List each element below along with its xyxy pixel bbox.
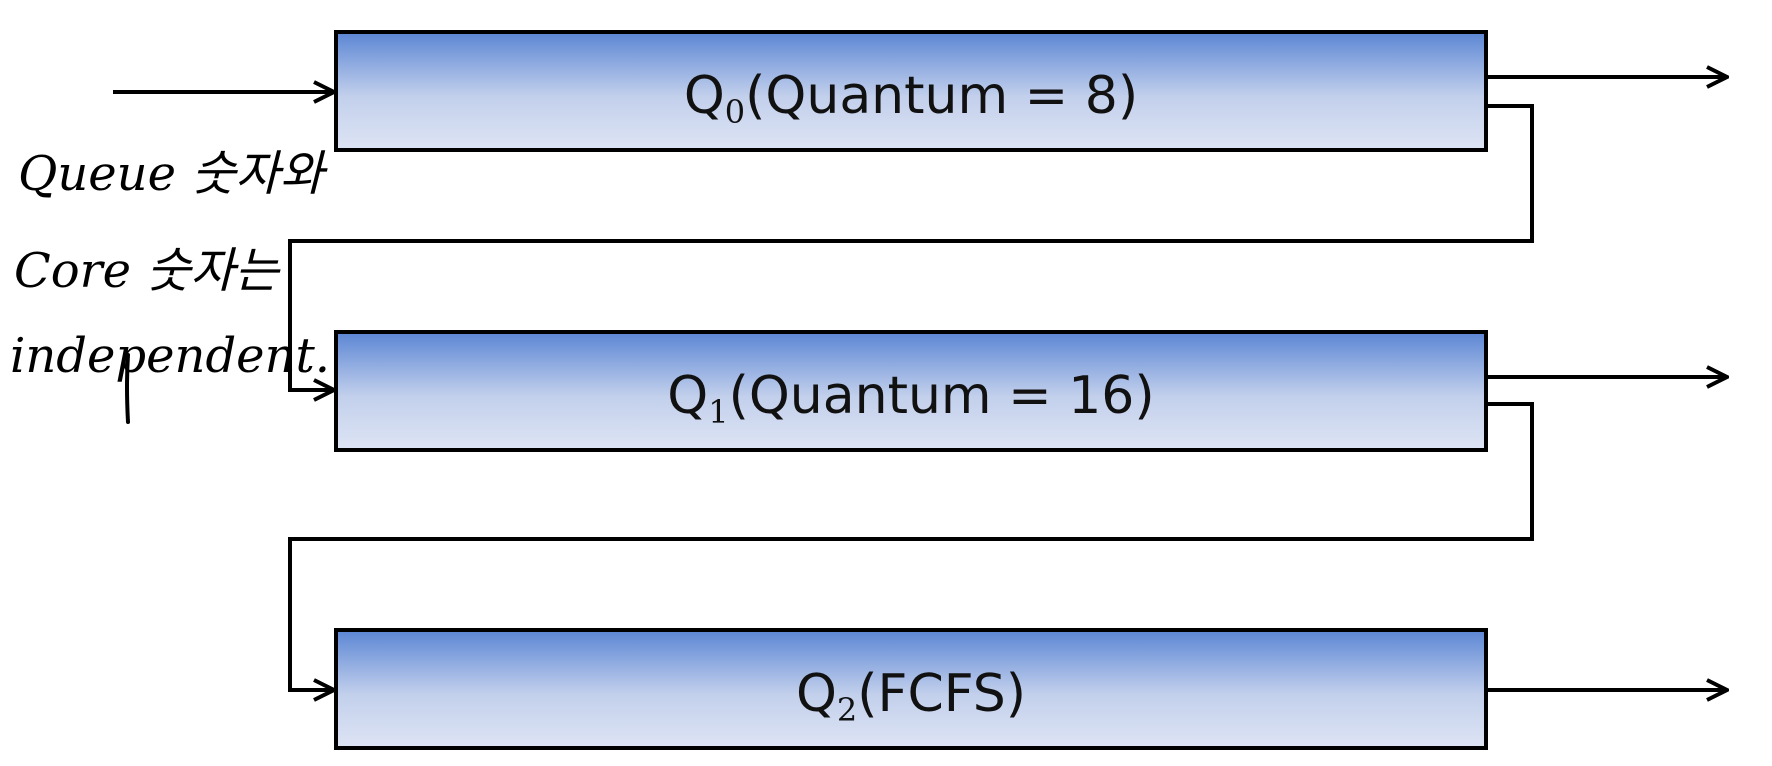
queue-box-q1 [334,330,1488,452]
queue-label-q1: Q1(Quantum = 16) [667,366,1154,431]
queue-box-q0 [334,30,1488,152]
annotation-stroke [125,353,130,424]
queue-box-q2 [334,628,1488,750]
queue-label-q2: Q2(FCFS) [796,664,1026,729]
demotion-arrow-q1-to-q2 [288,402,1534,690]
queue-label-q0: Q0(Quantum = 8) [684,66,1138,131]
demotion-arrow-q0-to-q1 [288,104,1534,390]
annotation-line-3: independent. [10,328,330,384]
annotation-line-1: Queue 숫자와 [18,146,329,202]
annotation-line-2: Core 숫자는 [14,243,282,299]
handwritten-annotation: Queue 숫자와 Core 숫자는 independent. [10,146,330,424]
